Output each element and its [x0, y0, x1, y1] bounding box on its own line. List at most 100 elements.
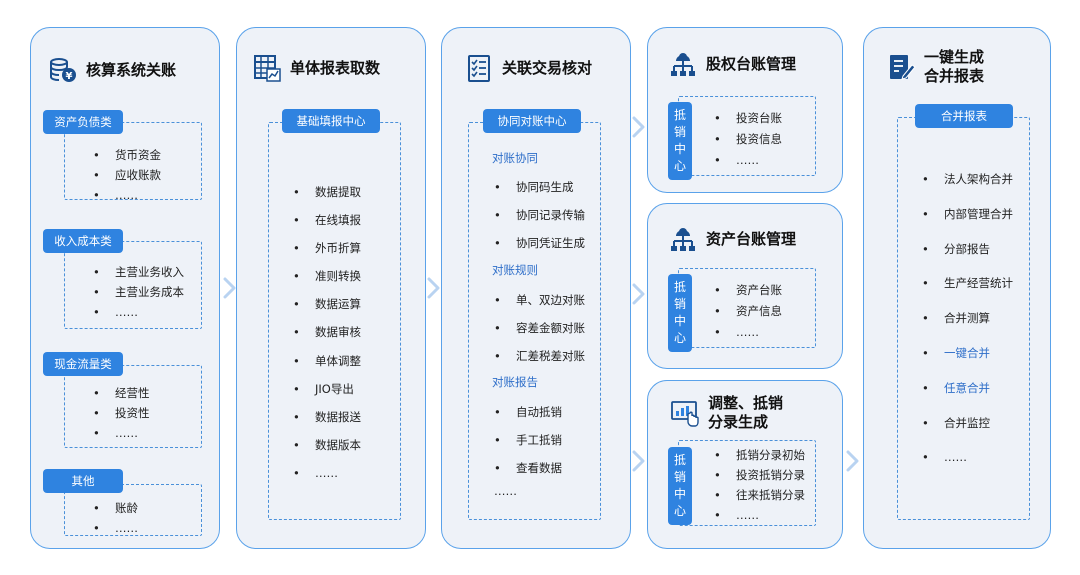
list-item: 数据报送: [293, 403, 361, 431]
panel-title-lines: 调整、抵销 分录生成: [708, 394, 783, 432]
checklist-icon: [464, 53, 494, 83]
list-item: 数据提取: [293, 178, 361, 206]
list-item: 数据运算: [293, 290, 361, 318]
list-item: 应收账款: [93, 165, 161, 185]
list-item: 抵销分录初始: [714, 445, 805, 465]
vtag-char: 中: [673, 314, 686, 328]
vtag-char: 抵: [673, 280, 686, 294]
list-item: 经营性: [93, 383, 150, 403]
group-tag-cashflow: 现金流量类: [43, 352, 123, 376]
list-item: 投资信息: [714, 129, 782, 150]
vtag-char: 销: [673, 297, 686, 311]
section-head: 对账规则: [492, 263, 538, 277]
list-item-highlight: 任意合并: [922, 371, 1013, 406]
group-list-other: 账龄 ……: [93, 498, 138, 538]
list-item: 手工抵销: [494, 426, 562, 454]
list-item: ……: [293, 459, 361, 487]
panel-title-line1: 一键生成: [924, 48, 985, 66]
panel-title-wrap: 股权台账管理: [668, 49, 796, 79]
panel-equity-ledger: 股权台账管理 抵 销 中 心 投资台账 投资信息 ……: [647, 27, 843, 193]
panel-title-lines: 一键生成 合并报表: [924, 48, 984, 86]
list-item: 投资性: [93, 403, 150, 423]
offset-center-tag: 抵 销 中 心: [668, 102, 692, 180]
chevron-right-icon: [631, 116, 647, 138]
panel-consolidated-report: 一键生成 合并报表 合并报表 法人架构合并 内部管理合并 分部报告 生产经营统计…: [863, 27, 1051, 549]
list-item: 资产信息: [714, 301, 782, 322]
vtag-char: 抵: [673, 108, 686, 122]
list-item: 在线填报: [293, 206, 361, 234]
panel-title-wrap: 调整、抵销 分录生成: [670, 394, 783, 432]
chevron-right-icon: [845, 450, 861, 472]
org-tree-icon: [668, 49, 698, 79]
section-list: 协同码生成 协同记录传输 协同凭证生成: [494, 173, 585, 257]
list-item: 汇差税差对账: [494, 342, 585, 370]
center-tag: 基础填报中心: [282, 109, 380, 133]
list-item: 查看数据: [494, 454, 562, 482]
list-item: 内部管理合并: [922, 197, 1013, 232]
list-item: 投资抵销分录: [714, 465, 805, 485]
offset-center-tag: 抵 销 中 心: [668, 274, 692, 352]
panel-title-line2: 合并报表: [924, 67, 985, 85]
center-tag: 协同对账中心: [483, 109, 581, 133]
panel-title-wrap: 资产台账管理: [668, 224, 796, 254]
list-item: 合并测算: [922, 301, 1013, 336]
list-item: ……: [922, 440, 1013, 475]
panel-title-wrap: 关联交易核对: [464, 53, 592, 83]
spreadsheet-chart-icon: [252, 53, 282, 83]
list-item: 分部报告: [922, 232, 1013, 267]
list-item: 主营业务成本: [93, 282, 184, 302]
list-item: 容差金额对账: [494, 314, 585, 342]
panel-title-wrap: 单体报表取数: [252, 53, 380, 83]
list-item: 外币折算: [293, 234, 361, 262]
list-item: 数据版本: [293, 431, 361, 459]
list-item-highlight: 一键合并: [922, 336, 1013, 371]
group-tag-other: 其他: [43, 469, 123, 493]
list-item: ……: [714, 150, 782, 171]
panel-asset-ledger: 资产台账管理 抵 销 中 心 资产台账 资产信息 ……: [647, 203, 843, 369]
item-list: 数据提取 在线填报 外币折算 准则转换 数据运算 数据审核 单体调整 JIO导出…: [293, 178, 361, 487]
panel-accounting-close: ¥ 核算系统关账 资产负债类 货币资金 应收账款 …… 收入成本类 主营业务收入…: [30, 27, 220, 549]
list-item: 资产台账: [714, 280, 782, 301]
panel-title-line2: 分录生成: [708, 413, 769, 431]
list-item: 单、双边对账: [494, 286, 585, 314]
list-item: ……: [93, 423, 150, 443]
panel-single-report: 单体报表取数 基础填报中心 数据提取 在线填报 外币折算 准则转换 数据运算 数…: [236, 27, 426, 549]
vtag-char: 心: [673, 504, 686, 518]
item-list: 法人架构合并 内部管理合并 分部报告 生产经营统计 合并测算 一键合并 任意合并…: [922, 162, 1013, 475]
vtag-char: 抵: [673, 453, 686, 467]
center-tag: 合并报表: [915, 104, 1013, 128]
list-item: 生产经营统计: [922, 266, 1013, 301]
panel-title: 核算系统关账: [86, 60, 177, 79]
list-item: 单体调整: [293, 347, 361, 375]
svg-text:¥: ¥: [66, 71, 73, 82]
offset-center-tag: 抵 销 中 心: [668, 447, 692, 525]
vtag-char: 中: [673, 487, 686, 501]
vtag-char: 心: [673, 331, 686, 345]
panel-title: 单体报表取数: [290, 58, 381, 77]
panel-adjust-entries: 调整、抵销 分录生成 抵 销 中 心 抵销分录初始 投资抵销分录 往来抵销分录 …: [647, 380, 843, 549]
item-list: 资产台账 资产信息 ……: [714, 280, 782, 343]
section-list: 自动抵销 手工抵销 查看数据: [494, 398, 562, 482]
panel-title-wrap: ¥ 核算系统关账: [48, 55, 176, 85]
panel-related-party: 关联交易核对 协同对账中心 对账协同 协同码生成 协同记录传输 协同凭证生成 对…: [441, 27, 631, 549]
list-item: 数据审核: [293, 318, 361, 346]
group-box-revenue: [64, 241, 202, 329]
list-item: ……: [93, 185, 161, 205]
list-item: 协同记录传输: [494, 201, 585, 229]
ellipsis: ……: [494, 484, 517, 498]
list-item: ……: [714, 322, 782, 343]
vtag-char: 销: [673, 125, 686, 139]
list-item: 准则转换: [293, 262, 361, 290]
section-head: 对账报告: [492, 375, 538, 389]
vtag-char: 销: [673, 470, 686, 484]
panel-title-line1: 调整、抵销: [708, 394, 784, 412]
panel-title: 资产台账管理: [706, 229, 797, 248]
vtag-char: 中: [673, 142, 686, 156]
panel-title: 股权台账管理: [706, 54, 797, 73]
group-list-assets: 货币资金 应收账款 ……: [93, 145, 161, 205]
group-tag-revenue: 收入成本类: [43, 229, 123, 253]
item-list: 抵销分录初始 投资抵销分录 往来抵销分录 ……: [714, 445, 805, 525]
list-item: 合并监控: [922, 406, 1013, 441]
list-item: 法人架构合并: [922, 162, 1013, 197]
group-box-cashflow: [64, 365, 202, 448]
